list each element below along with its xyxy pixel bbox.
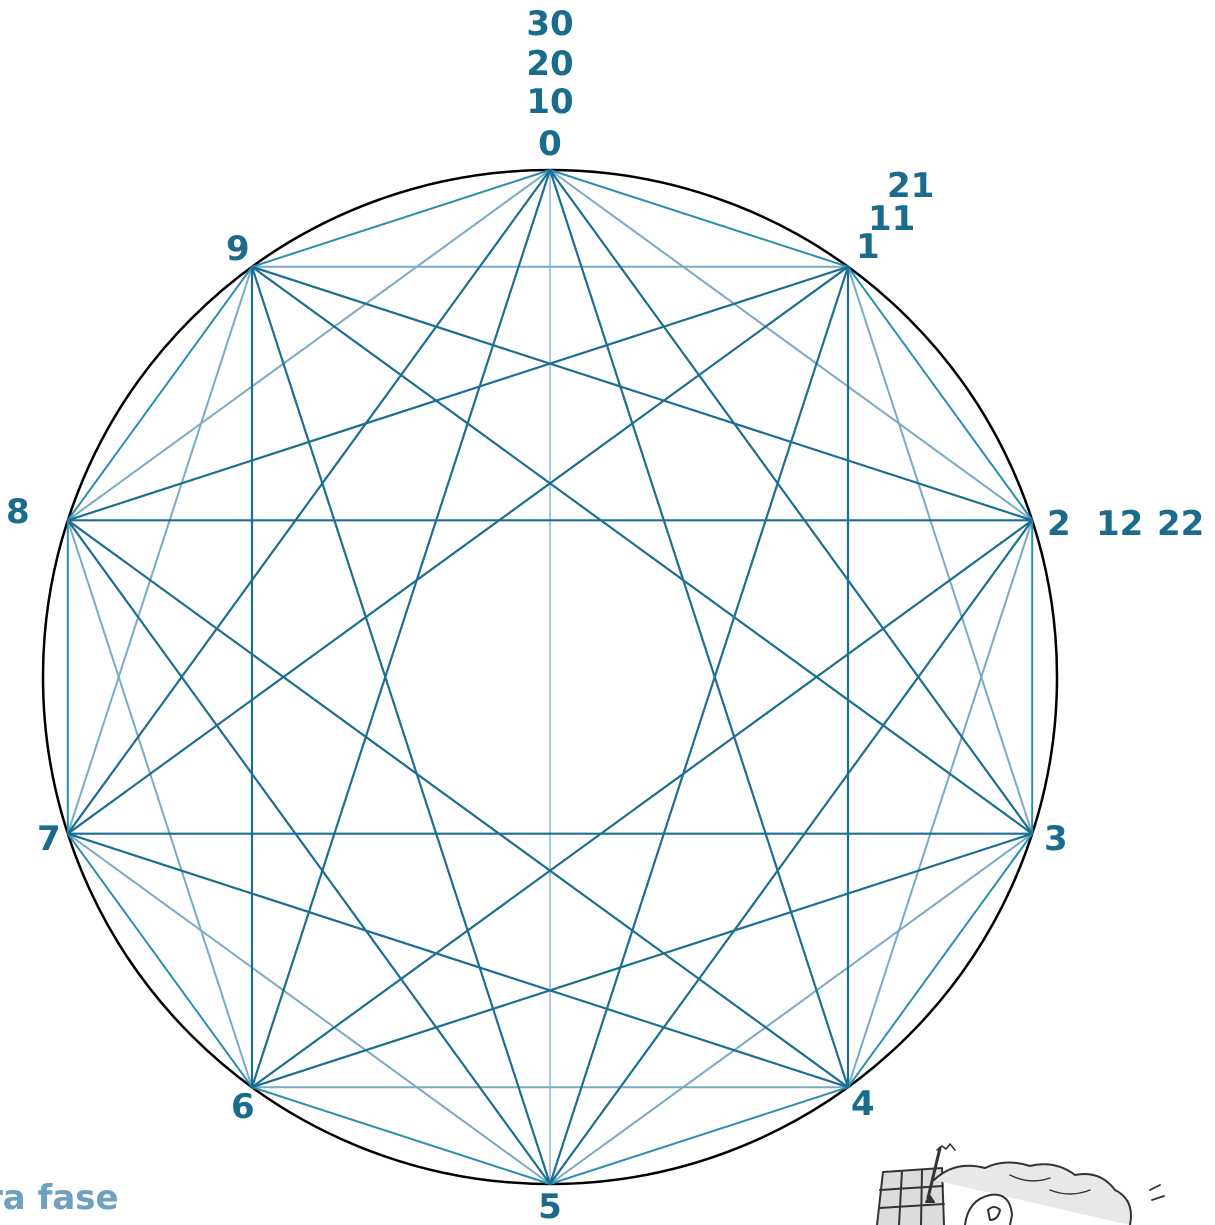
chord-9-0 xyxy=(252,170,550,267)
label-5: 5 xyxy=(538,1187,562,1225)
chord-1-5 xyxy=(550,267,848,1184)
chord-4-8 xyxy=(68,520,848,1087)
chord-2-5 xyxy=(550,520,1032,1184)
label-4: 4 xyxy=(851,1084,875,1124)
label-7: 7 xyxy=(37,819,61,859)
chord-8-0 xyxy=(68,170,550,520)
chord-6-7 xyxy=(68,834,252,1087)
label-3: 3 xyxy=(1044,819,1068,859)
label-22: 22 xyxy=(1157,504,1204,544)
chord-8-1 xyxy=(68,267,848,521)
label-0: 0 xyxy=(538,124,562,164)
label-12: 12 xyxy=(1096,504,1143,544)
chord-5-6 xyxy=(252,1087,550,1184)
chord-8-9 xyxy=(68,267,252,521)
chord-2-6 xyxy=(252,520,1032,1087)
chord-lines xyxy=(68,170,1032,1184)
chord-9-3 xyxy=(252,267,1032,834)
label-10: 10 xyxy=(526,82,573,122)
chord-7-1 xyxy=(68,267,848,834)
label-2: 2 xyxy=(1047,504,1071,544)
label-9: 9 xyxy=(226,229,250,269)
chord-0-1 xyxy=(550,170,848,267)
chord-0-2 xyxy=(550,170,1032,520)
label-20: 20 xyxy=(526,44,573,84)
chord-0-4 xyxy=(550,170,848,1087)
chord-5-8 xyxy=(68,520,550,1184)
label-8: 8 xyxy=(6,492,30,532)
chord-3-4 xyxy=(848,834,1032,1087)
chord-4-5 xyxy=(550,1087,848,1184)
label-30: 30 xyxy=(526,4,573,44)
label-1: 1 xyxy=(856,227,880,267)
chord-9-2 xyxy=(252,267,1032,521)
chord-7-0 xyxy=(68,170,550,834)
chord-0-3 xyxy=(550,170,1032,834)
chord-6-0 xyxy=(252,170,550,1087)
chord-1-2 xyxy=(848,267,1032,521)
chord-4-7 xyxy=(68,834,848,1087)
chord-3-6 xyxy=(252,834,1032,1087)
caption-text: ra fase xyxy=(0,1178,119,1218)
chord-5-7 xyxy=(68,834,550,1184)
label-6: 6 xyxy=(231,1087,255,1127)
chord-5-9 xyxy=(252,267,550,1184)
chord-3-5 xyxy=(550,834,1032,1184)
person-writing-on-grid-icon xyxy=(877,1144,1164,1225)
